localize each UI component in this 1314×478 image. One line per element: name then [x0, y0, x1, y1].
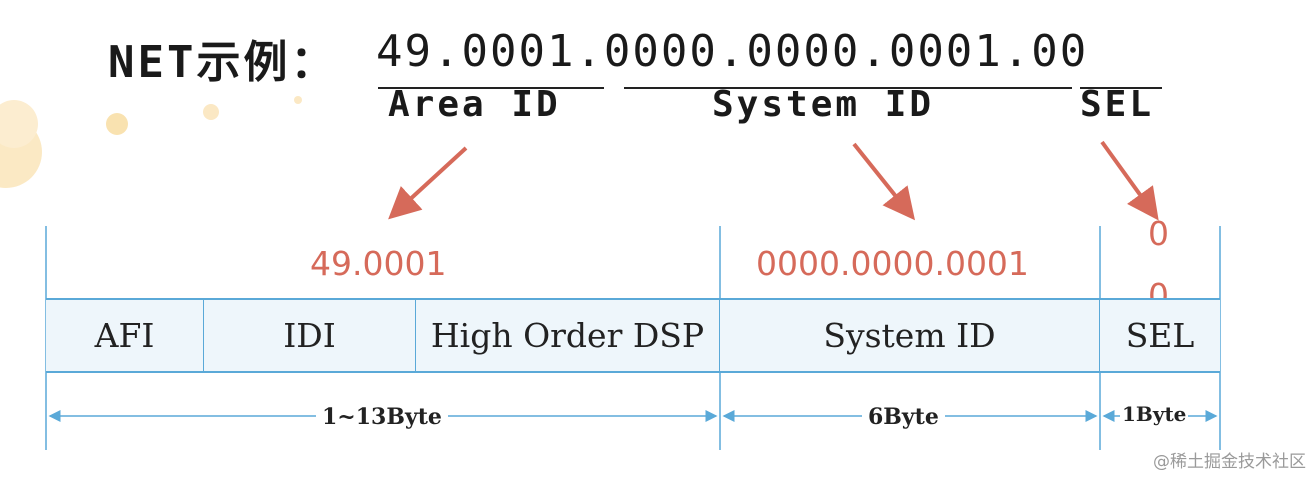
system-arrow [852, 142, 915, 221]
net-field-table: AFI IDI High Order DSP System ID SEL [46, 298, 1220, 373]
net-example-label: NET示例： [108, 37, 338, 88]
sel-size-label: 1Byte [1120, 402, 1189, 426]
area-value: 49.0001 [310, 244, 447, 283]
area-arrow [388, 146, 468, 220]
area-size-label: 1~13Byte [316, 404, 448, 430]
sel-label: SEL [1080, 84, 1155, 125]
system-value: 0000.0000.0001 [756, 244, 1029, 283]
sel-arrow [1100, 140, 1159, 221]
sel-value-top: 0 [1148, 214, 1169, 253]
field-afi: AFI [46, 300, 204, 371]
field-idi: IDI [204, 300, 416, 371]
field-sel: SEL [1125, 316, 1195, 355]
area-id-label: Area ID [388, 84, 561, 125]
net-address-value: 49.0001.0000.0000.0001.00 [376, 26, 1089, 77]
field-high-order-dsp: High Order DSP [416, 300, 720, 371]
system-size-label: 6Byte [862, 404, 945, 430]
field-system-id: System ID [720, 300, 1100, 371]
watermark: @稀土掘金技术社区 [1153, 452, 1306, 472]
system-id-label: System ID [712, 84, 935, 125]
